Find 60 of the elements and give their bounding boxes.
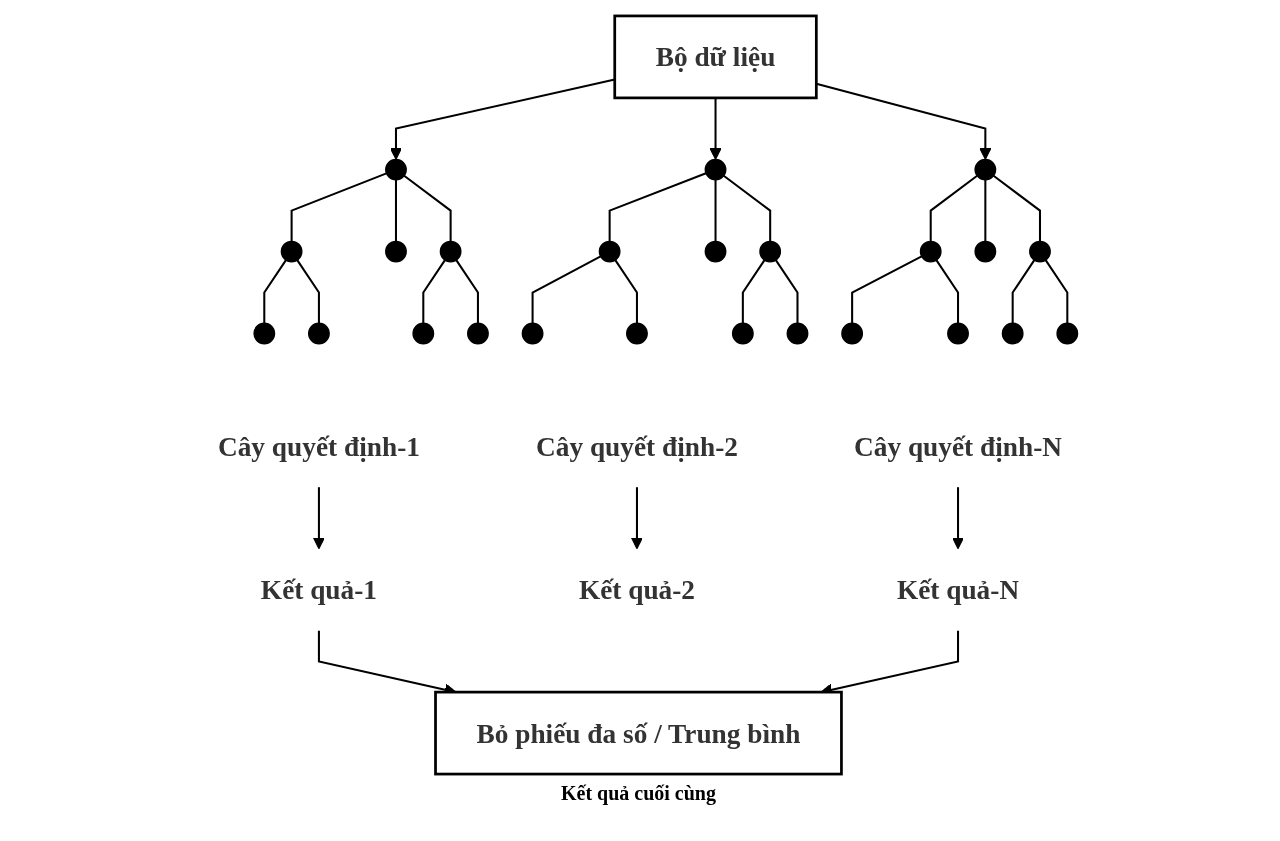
arrow	[312, 487, 325, 550]
node-text: Kết quả-1	[260, 574, 377, 605]
node-circle	[841, 322, 864, 345]
connector	[935, 259, 960, 324]
node-text: Cây quyết định-2	[536, 431, 738, 462]
arrow	[389, 78, 615, 160]
node-circle	[947, 322, 969, 345]
connector	[394, 179, 397, 242]
node-circle	[280, 240, 303, 263]
connector	[455, 259, 479, 324]
connector	[1044, 259, 1069, 324]
node-circle	[704, 158, 727, 181]
connector	[263, 259, 287, 324]
node-circle	[704, 240, 727, 263]
arrow	[952, 487, 965, 550]
arrow	[816, 82, 992, 160]
node-circle	[308, 322, 330, 345]
node-circle	[1029, 240, 1051, 263]
node-box: Bộ dữ liệu	[613, 14, 818, 100]
connector	[723, 174, 772, 242]
node-text: Kết quả-N	[896, 574, 1020, 605]
node-circle	[731, 322, 754, 345]
connector	[290, 172, 387, 242]
connector	[608, 172, 707, 242]
node-circle	[521, 322, 544, 345]
node-text: Cây quyết định-N	[854, 431, 1063, 462]
connector	[1011, 259, 1036, 324]
connector	[992, 174, 1041, 242]
node-circle	[919, 240, 942, 263]
node-text: Cây quyết định-1	[217, 431, 420, 462]
node-circle	[1056, 322, 1079, 345]
node-circle	[786, 322, 809, 345]
arrow	[630, 487, 643, 550]
node-circle	[385, 240, 407, 263]
connector	[403, 174, 452, 242]
node-circle	[385, 158, 407, 181]
node-circle	[467, 322, 489, 345]
connector	[851, 255, 923, 324]
node-circle	[412, 322, 435, 345]
connector	[531, 255, 602, 324]
node-circle	[439, 240, 462, 263]
connector	[929, 174, 978, 242]
connector	[614, 259, 638, 324]
node-circle	[626, 322, 648, 345]
node-circle	[974, 158, 997, 181]
connector	[714, 179, 717, 242]
connector	[775, 259, 799, 324]
node-text: Kết quả-2	[578, 574, 696, 605]
node-circle	[598, 240, 621, 263]
connector	[984, 179, 987, 242]
connector	[741, 259, 766, 324]
node-circle	[759, 240, 782, 263]
result-caption: Kết quả cuối cùng	[560, 782, 716, 805]
connector	[296, 259, 320, 324]
arrow	[709, 97, 722, 160]
node-circle	[974, 240, 997, 263]
node-circle	[253, 322, 276, 345]
node-circle	[1001, 322, 1024, 345]
connector	[422, 259, 446, 324]
node-box: Bỏ phiếu đa số / Trung bình	[434, 690, 843, 776]
